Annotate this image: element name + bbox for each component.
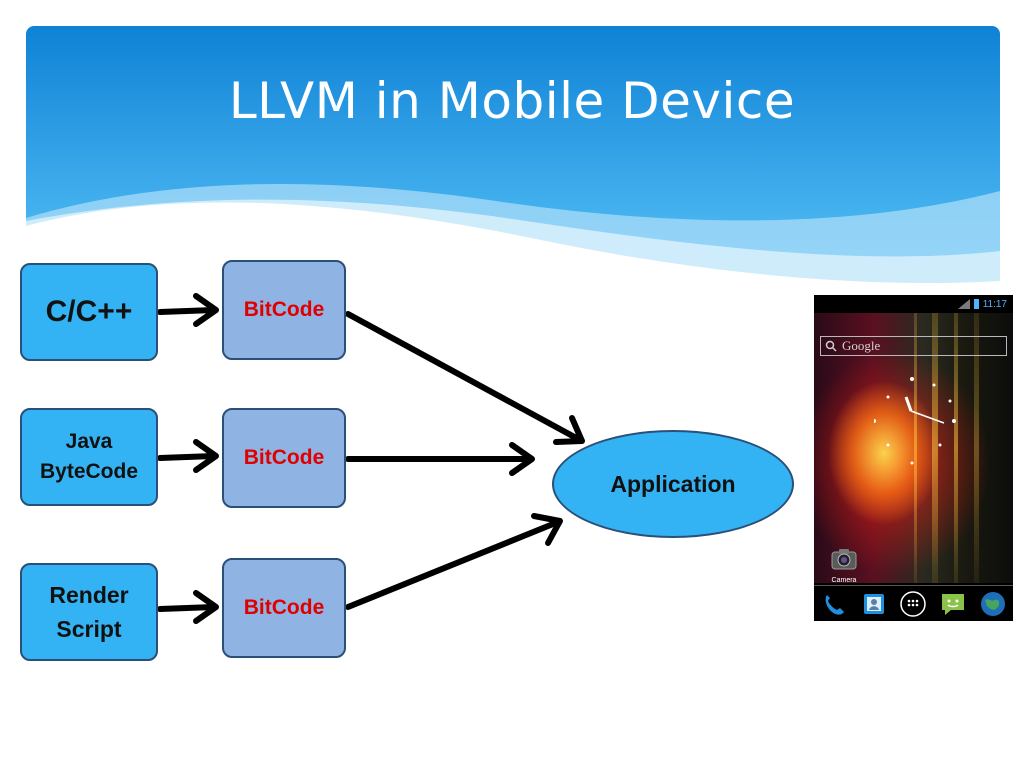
application-label: Application xyxy=(610,470,736,497)
wallpaper: Google Camera xyxy=(814,313,1013,584)
browser-icon[interactable] xyxy=(979,590,1007,618)
signal-icon xyxy=(957,299,970,309)
source-cpp-label: C/C++ xyxy=(45,295,133,328)
slide-title: LLVM in Mobile Device xyxy=(228,72,796,130)
camera-app-shortcut[interactable]: Camera xyxy=(824,547,864,584)
camera-icon xyxy=(831,549,857,570)
arrow-bitcode1-to-app xyxy=(345,311,583,443)
status-bar: 11:17 xyxy=(814,295,1013,313)
arrow-cpp-to-bitcode xyxy=(157,307,217,315)
source-java-label: Java ByteCode xyxy=(39,430,139,483)
messaging-icon[interactable] xyxy=(939,590,967,618)
arrow-java-to-bitcode xyxy=(157,453,217,461)
phone-icon[interactable] xyxy=(820,590,848,618)
arrow-bitcode3-to-app xyxy=(345,519,561,610)
bitcode-box-3: BitCode xyxy=(222,558,346,658)
google-search-bar[interactable]: Google xyxy=(820,336,1007,356)
application-node: Application xyxy=(552,430,794,538)
arrow-render-to-bitcode xyxy=(157,604,217,612)
apps-grid-icon[interactable] xyxy=(899,590,927,618)
bitcode-label: BitCode xyxy=(243,298,325,321)
source-cpp-box: C/C++ xyxy=(20,263,158,361)
dock-bar xyxy=(814,585,1013,621)
status-time: 11:17 xyxy=(982,298,1007,310)
source-renderscript-box: Render Script xyxy=(20,563,158,661)
bitcode-label: BitCode xyxy=(243,596,325,619)
camera-label: Camera xyxy=(831,577,857,584)
search-icon xyxy=(825,340,837,352)
search-placeholder: Google xyxy=(842,338,881,353)
source-renderscript-label: Render Script xyxy=(49,582,129,642)
contacts-icon[interactable] xyxy=(860,590,888,618)
android-phone-screenshot: 11:17 Google xyxy=(814,295,1013,621)
bitcode-box-1: BitCode xyxy=(222,260,346,360)
source-java-box: Java ByteCode xyxy=(20,408,158,506)
battery-icon xyxy=(973,299,979,309)
bitcode-label: BitCode xyxy=(243,446,325,469)
analog-clock-widget[interactable] xyxy=(874,375,964,465)
bitcode-box-2: BitCode xyxy=(222,408,346,508)
